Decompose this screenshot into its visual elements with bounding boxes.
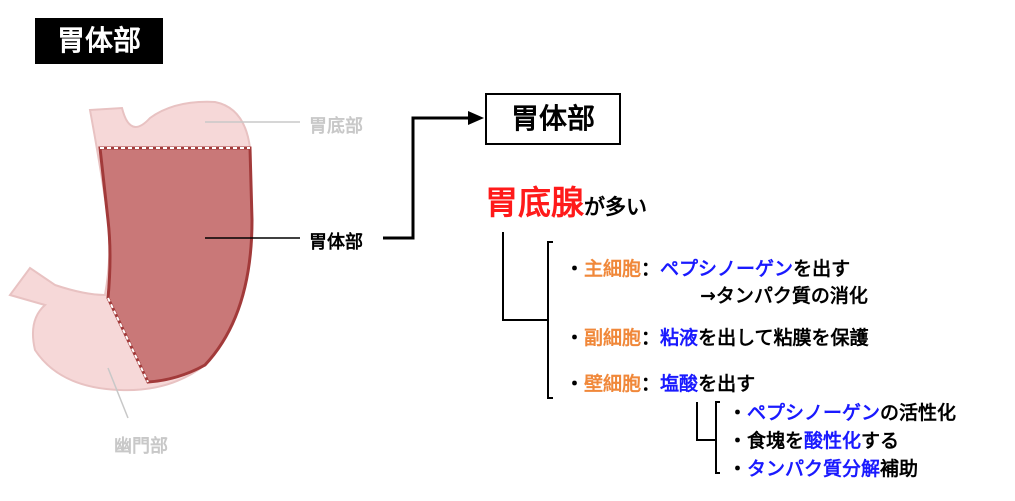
- chief-cell-product: ペプシノーゲン: [660, 258, 794, 280]
- bullet: ・: [728, 458, 748, 480]
- label-pylorus: 幽門部: [114, 436, 168, 457]
- label-body: 胃体部: [309, 232, 363, 253]
- pylorus-leader: [107, 367, 129, 419]
- chief-cell-sub: →タンパク質の消化: [700, 285, 868, 307]
- parietal-cell-row: ・壁細胞：塩酸を出す: [565, 369, 755, 396]
- mucous-cell-product: 粘液: [660, 327, 699, 349]
- bullet: ・: [565, 258, 585, 280]
- effect-post: の活性化: [880, 402, 957, 424]
- chief-cell-rest: を出す: [793, 258, 851, 280]
- separator: ：: [641, 258, 661, 280]
- parietal-cell-product: 塩酸: [660, 373, 699, 395]
- mucous-cell-name: 副細胞: [584, 327, 642, 349]
- label-fundus: 胃底部: [309, 116, 363, 137]
- mucous-cell-rest: を出して粘膜を保護: [698, 327, 869, 349]
- chief-cell-name: 主細胞: [584, 258, 642, 280]
- bullet: ・: [728, 430, 748, 452]
- bullet: ・: [565, 327, 585, 349]
- parietal-effect-item: ・ペプシノーゲンの活性化: [728, 398, 956, 425]
- parietal-effect-item: ・食塊を酸性化する: [728, 426, 899, 453]
- effect-pre: 食塊を: [747, 430, 805, 452]
- page-title: 胃体部: [35, 18, 163, 64]
- effect-keyword: 酸性化: [804, 430, 862, 452]
- gland-name: 胃底腺: [485, 183, 584, 222]
- separator: ：: [641, 373, 661, 395]
- effect-keyword: タンパク質分解: [747, 458, 881, 480]
- parietal-effect-item: ・タンパク質分解補助: [728, 454, 918, 481]
- chief-cell-row: ・主細胞：ペプシノーゲンを出す: [565, 254, 850, 281]
- connector-arrow: [383, 116, 470, 240]
- gland-heading: 胃底腺が多い: [485, 176, 647, 224]
- parietal-effects-bracket: [715, 401, 720, 474]
- effect-post: 補助: [880, 458, 919, 480]
- gland-heading-rest: が多い: [584, 195, 647, 219]
- cells-bracket: [547, 241, 553, 399]
- parietal-cell-name: 壁細胞: [584, 373, 642, 395]
- bullet: ・: [728, 402, 748, 424]
- effect-keyword: ペプシノーゲン: [747, 402, 881, 424]
- pylorus-boundary: [107, 297, 149, 383]
- bullet: ・: [565, 373, 585, 395]
- body-title-box: 胃体部: [485, 93, 621, 145]
- heading-bracket: [502, 232, 548, 321]
- arrow-head: [468, 111, 484, 125]
- stomach-body-region: [98, 146, 254, 384]
- separator: ：: [641, 327, 661, 349]
- parietal-bracket-stem: [696, 402, 716, 441]
- effect-post: する: [861, 430, 900, 452]
- mucous-cell-row: ・副細胞：粘液を出して粘膜を保護: [565, 323, 869, 350]
- parietal-cell-rest: を出す: [698, 373, 756, 395]
